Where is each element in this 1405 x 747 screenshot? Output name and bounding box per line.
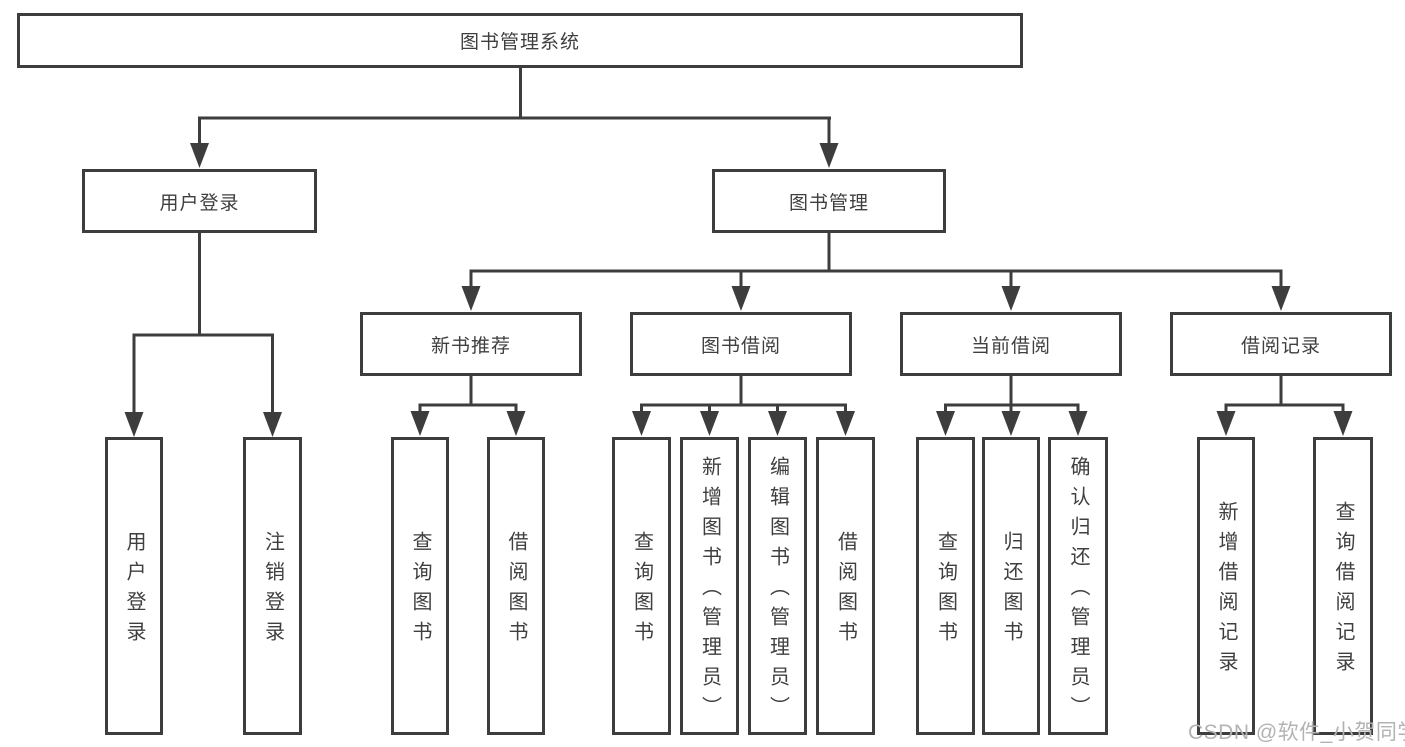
leaf-label: 借阅图书 — [834, 531, 857, 651]
node-current-borrowing: 当前借阅 — [900, 312, 1122, 376]
leaf-query-books: 查询图书 — [612, 437, 671, 735]
leaf-label: 用户登录 — [123, 531, 145, 651]
node-label: 当前借阅 — [970, 335, 1051, 357]
leaf-query-books: 查询图书 — [391, 437, 449, 735]
leaf-return-books: 归还图书 — [982, 437, 1040, 735]
node-borrowing-records: 借阅记录 — [1170, 312, 1392, 376]
csdn-watermark: CSDN @软件_小贺同学 — [1188, 721, 1405, 744]
leaf-label: 查询借阅记录 — [1332, 501, 1354, 681]
node-book-management-module: 图书管理 — [712, 169, 946, 233]
leaf-add-books-admin: 新增图书（管理员） — [680, 437, 739, 735]
tree-edges — [132, 68, 1345, 417]
leaf-borrow-books: 借阅图书 — [487, 437, 545, 735]
node-library-management-system: 图书管理系统 — [17, 13, 1023, 68]
leaf-add-borrow-record: 新增借阅记录 — [1197, 437, 1255, 735]
leaf-user-login: 用户登录 — [105, 437, 163, 735]
node-label: 图书管理系统 — [459, 32, 580, 53]
leaf-label: 查询图书 — [934, 531, 957, 651]
node-label: 新书推荐 — [430, 335, 511, 357]
leaf-edit-books-admin: 编辑图书（管理员） — [748, 437, 807, 735]
leaf-label: 查询图书 — [630, 531, 653, 651]
node-user-login-module: 用户登录 — [82, 169, 317, 233]
node-label: 用户登录 — [159, 192, 240, 214]
leaf-label: 编辑图书（管理员） — [766, 456, 789, 726]
node-new-book-recommendation: 新书推荐 — [360, 312, 582, 376]
leaf-label: 确认归还（管理员） — [1067, 456, 1089, 726]
leaf-confirm-return-admin: 确认归还（管理员） — [1048, 437, 1108, 735]
leaf-label: 新增图书（管理员） — [698, 456, 721, 726]
leaf-label: 查询图书 — [409, 531, 431, 651]
node-label: 图书管理 — [788, 192, 869, 214]
leaf-query-borrow-record: 查询借阅记录 — [1313, 437, 1373, 735]
node-book-borrowing: 图书借阅 — [630, 312, 852, 376]
leaf-label: 归还图书 — [1000, 531, 1022, 651]
leaf-label: 新增借阅记录 — [1215, 501, 1237, 681]
leaf-label: 注销登录 — [261, 531, 284, 651]
node-label: 图书借阅 — [700, 335, 781, 357]
leaf-label: 借阅图书 — [505, 531, 527, 651]
leaf-logout: 注销登录 — [243, 437, 302, 735]
node-label: 借阅记录 — [1240, 335, 1321, 357]
leaf-query-books: 查询图书 — [916, 437, 975, 735]
leaf-borrow-books: 借阅图书 — [816, 437, 875, 735]
arrowheads — [124, 143, 1353, 437]
